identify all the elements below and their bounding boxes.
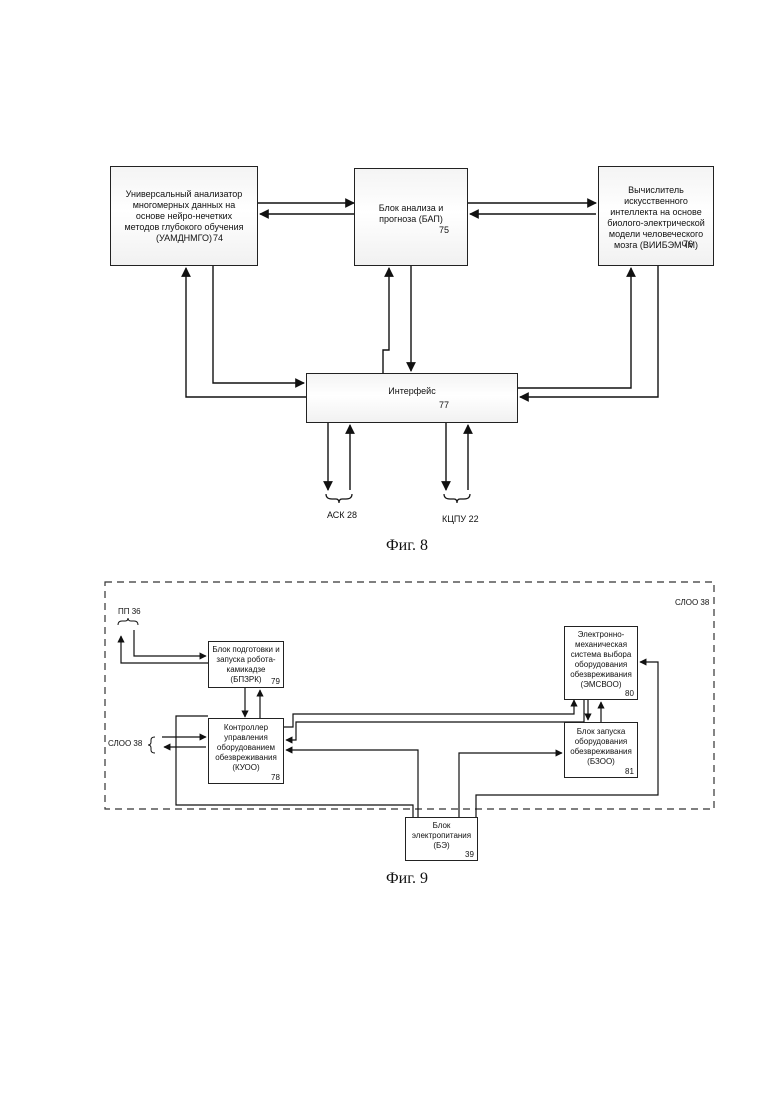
- block-bzoo: Блок запуска оборудования обезвреживания…: [564, 722, 638, 778]
- arrow-be-to-78: [286, 750, 418, 817]
- block-bap: Блок анализа и прогноза (БАП) 75: [354, 168, 468, 266]
- block-viibemchm-label: Вычислитель искусственного интеллекта на…: [599, 185, 713, 251]
- block-emsvoo: Электронно-механическая система выбора о…: [564, 626, 638, 700]
- fig8-caption: Фиг. 8: [386, 537, 428, 555]
- arrow-be-to-81: [459, 753, 562, 817]
- block-viibemchm-num: 76: [683, 239, 693, 249]
- block-kuoo: Контроллер управления оборудованием обез…: [208, 718, 284, 784]
- brace-kcpu: [444, 494, 470, 503]
- arrow-77-to-74: [186, 268, 306, 397]
- arrow-77-to-76: [518, 268, 631, 388]
- arrow-78-to-80: [284, 700, 574, 727]
- label-pp: ПП 36: [118, 607, 141, 616]
- block-be-num: 39: [465, 850, 474, 859]
- block-be: Блок электропитания (БЭ) 39: [405, 817, 478, 861]
- label-ask: АСК 28: [327, 510, 357, 520]
- block-uamdnmgo-label: Универсальный анализатор многомерных дан…: [111, 189, 257, 244]
- block-interface-label: Интерфейс: [307, 386, 517, 397]
- block-bzoo-label: Блок запуска оборудования обезвреживания…: [565, 727, 637, 767]
- block-viibemchm: Вычислитель искусственного интеллекта на…: [598, 166, 714, 266]
- label-sloo-left: СЛОО 38: [108, 739, 142, 748]
- fig9-caption: Фиг. 9: [386, 870, 428, 888]
- arrow-pp-to-79: [134, 630, 206, 656]
- block-bpzrk-num: 79: [271, 677, 280, 686]
- arrow-77-to-75: [383, 268, 389, 373]
- arrow-80-to-78: [286, 700, 584, 740]
- label-sloo-top: СЛОО 38: [675, 598, 709, 607]
- block-emsvoo-label: Электронно-механическая система выбора о…: [565, 630, 637, 690]
- label-kcpu: КЦПУ 22: [442, 514, 479, 524]
- block-bap-label: Блок анализа и прогноза (БАП): [355, 203, 467, 225]
- brace-pp: [118, 618, 138, 625]
- block-emsvoo-num: 80: [625, 689, 634, 698]
- block-kuoo-num: 78: [271, 773, 280, 782]
- block-interface-num: 77: [439, 400, 449, 410]
- block-be-label: Блок электропитания (БЭ): [406, 821, 477, 851]
- block-uamdnmgo-num: 74: [213, 233, 223, 243]
- arrow-76-to-77: [520, 266, 658, 397]
- arrow-74-to-77: [213, 266, 304, 383]
- block-bzoo-num: 81: [625, 767, 634, 776]
- block-uamdnmgo: Универсальный анализатор многомерных дан…: [110, 166, 258, 266]
- block-kuoo-label: Контроллер управления оборудованием обез…: [209, 723, 283, 773]
- block-interface: Интерфейс 77: [306, 373, 518, 423]
- brace-ask: [326, 494, 352, 503]
- brace-sloo: [148, 737, 155, 753]
- block-bap-num: 75: [439, 225, 449, 235]
- block-bpzrk: Блок подготовки и запуска робота-камикад…: [208, 641, 284, 688]
